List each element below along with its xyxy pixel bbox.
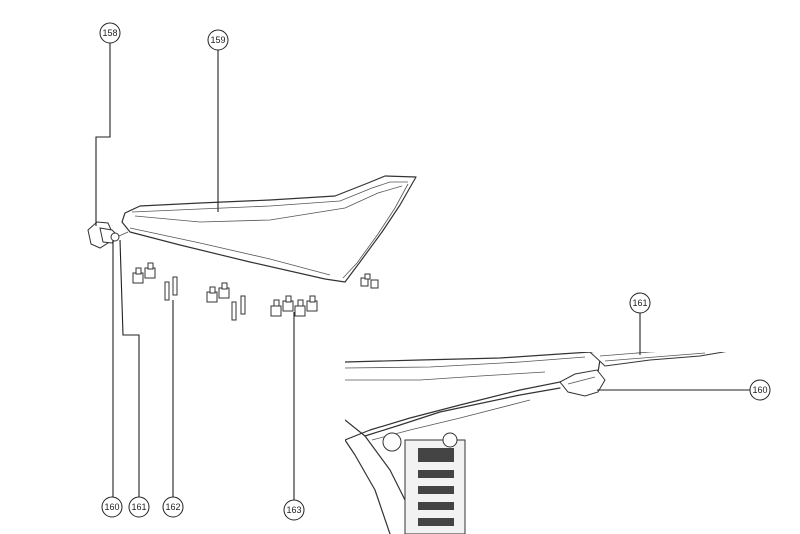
clip-group-1 xyxy=(132,262,156,284)
seat-latch-part xyxy=(87,221,129,249)
callout-label: 160 xyxy=(104,502,119,512)
callout-label: 162 xyxy=(165,502,180,512)
callout-161-detail: 161 xyxy=(629,292,651,314)
callout-159: 159 xyxy=(207,29,229,51)
callout-label: 161 xyxy=(131,502,146,512)
leader-lines xyxy=(95,43,295,500)
callout-162: 162 xyxy=(162,496,184,518)
clip-group-3 xyxy=(270,295,318,317)
callout-label: 159 xyxy=(210,35,225,45)
callout-label: 163 xyxy=(286,505,301,515)
callout-label: 160 xyxy=(752,385,767,395)
exploded-view: 158 159 160 161 162 163 xyxy=(87,22,417,521)
inset-detail-view: 161 160 xyxy=(345,292,800,534)
callout-163: 163 xyxy=(283,499,305,521)
callout-160: 160 xyxy=(101,496,123,518)
callout-158: 158 xyxy=(99,22,121,44)
callout-label: 161 xyxy=(632,298,647,308)
seat-part xyxy=(121,175,417,283)
callout-160-detail: 160 xyxy=(749,379,771,401)
callout-161: 161 xyxy=(128,496,150,518)
callout-label: 158 xyxy=(102,28,117,38)
screw-parts xyxy=(164,276,246,321)
rear-clips xyxy=(360,273,379,289)
clip-group-2 xyxy=(206,282,230,303)
